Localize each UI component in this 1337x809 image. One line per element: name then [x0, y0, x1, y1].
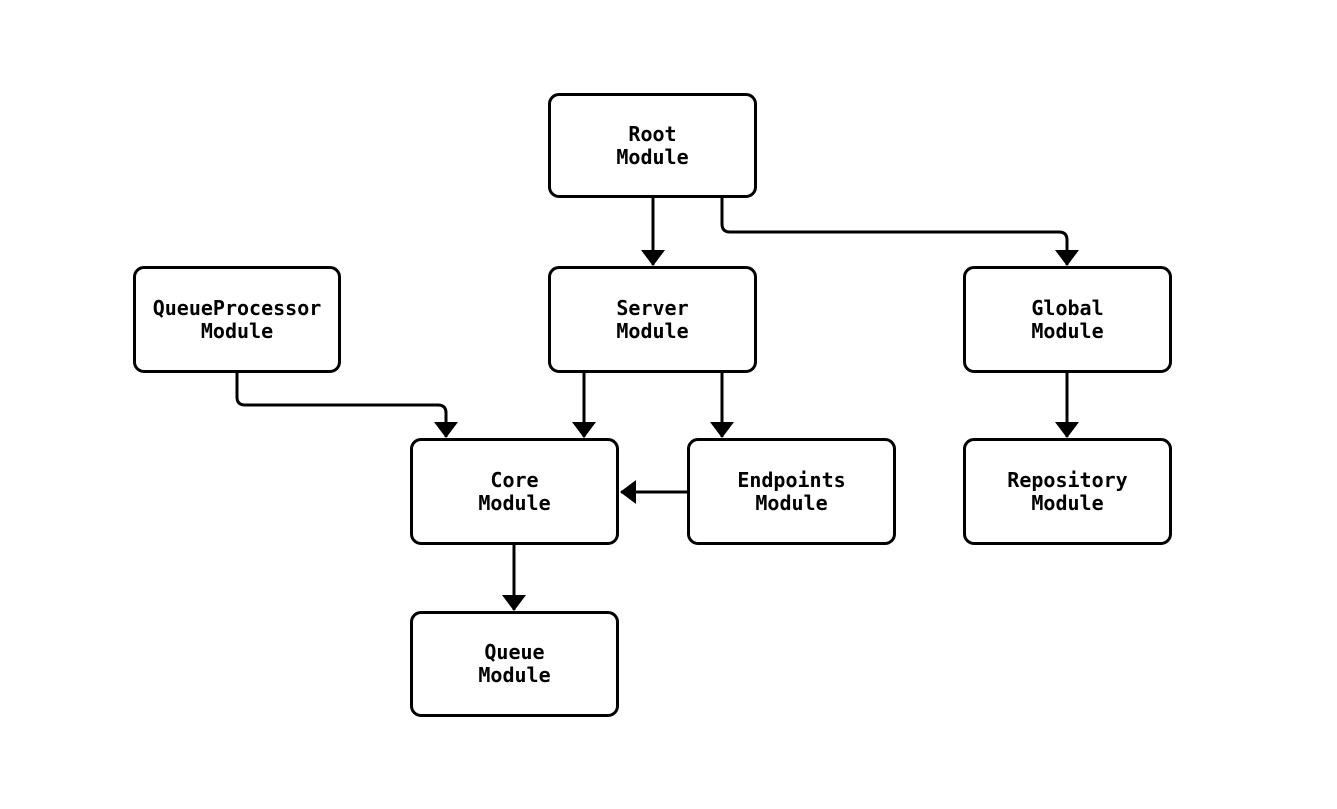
- edge-root-to-global: [720, 198, 1079, 266]
- node-label: Module: [1031, 490, 1104, 515]
- node-repository-module: Repository Module: [963, 438, 1172, 545]
- node-endpoints-module: Endpoints Module: [687, 438, 896, 545]
- node-label: QueueProcessor: [152, 295, 322, 320]
- node-label: Module: [616, 318, 689, 343]
- node-label: Root: [628, 121, 677, 146]
- node-core-module: Core Module: [410, 438, 619, 545]
- node-label: Repository: [1007, 467, 1128, 492]
- node-label: Queue: [484, 640, 545, 664]
- node-label: Endpoints: [737, 467, 846, 492]
- edge-queueprocessor-to-core: [235, 373, 458, 438]
- node-root-module: Root Module: [548, 93, 757, 198]
- node-label: Module: [478, 490, 551, 515]
- node-label: Module: [755, 490, 828, 515]
- node-label: Module: [1031, 318, 1104, 343]
- node-queue-module: Queue Module: [410, 611, 619, 717]
- node-label: Module: [616, 144, 689, 169]
- node-server-module: Server Module: [548, 266, 757, 373]
- node-queueprocessor-module: QueueProcessor Module: [133, 266, 341, 373]
- node-label: Core: [490, 467, 539, 492]
- node-label: Module: [200, 318, 274, 343]
- node-label: Server: [616, 295, 689, 320]
- node-global-module: Global Module: [963, 266, 1172, 373]
- node-label: Global: [1031, 295, 1104, 320]
- node-label: Module: [478, 663, 551, 687]
